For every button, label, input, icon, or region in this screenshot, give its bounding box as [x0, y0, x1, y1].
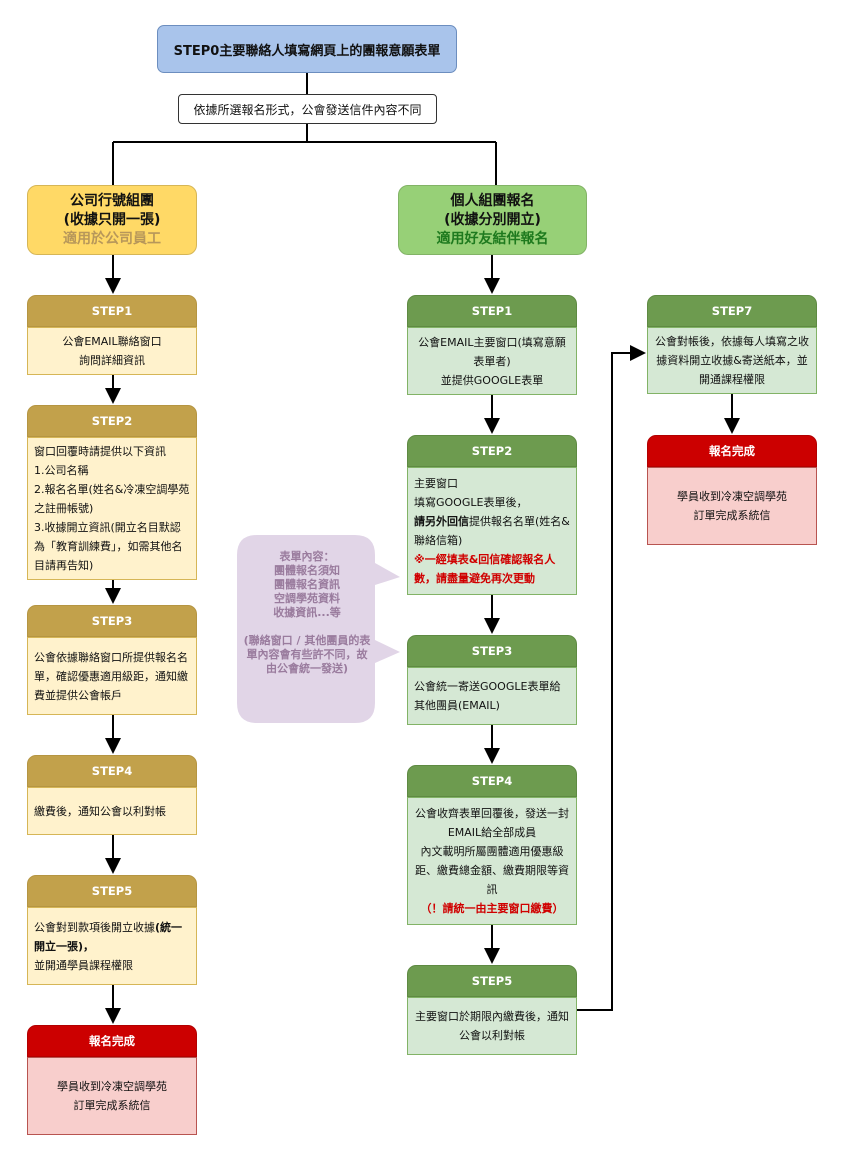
- line: 並提供GOOGLE表單: [440, 373, 544, 387]
- step-body: 公會對帳後，依據每人填寫之收據資料開立收據&寄送紙本，並開通課程權限: [647, 327, 817, 394]
- line: 並開通學員課程權限: [34, 958, 133, 972]
- right-done: 報名完成 學員收到冷凍空調學苑訂單完成系統信: [647, 435, 817, 545]
- step-label: STEP4: [27, 755, 197, 787]
- right-step2: STEP2 主要窗口 填寫GOOGLE表單後， 請另外回信提供報名名單(姓名&聯…: [407, 435, 577, 595]
- bold-text: 請另外回信: [414, 515, 469, 528]
- header-sub: 適用好友結伴報名: [436, 230, 549, 247]
- left-step3: STEP3 公會依據聯絡窗口所提供報名名單，確認優惠適用級距，通知繳費並提供公會…: [27, 605, 197, 715]
- done-label: 報名完成: [647, 435, 817, 467]
- step-body: 公會EMAIL主要窗口(填寫意願表單者) 並提供GOOGLE表單: [407, 327, 577, 395]
- line: 內文載明所屬團體適用優惠級距、繳費總金額、繳費期限等資訊: [415, 845, 569, 896]
- header-line: 公司行號組團: [70, 192, 154, 209]
- left-step5: STEP5 公會對到款項後開立收據(統一開立一張)， 並開通學員課程權限: [27, 875, 197, 985]
- step-body: 窗口回覆時請提供以下資訊 1.公司名稱 2.報名名單(姓名&冷凍空調學苑之註冊帳號)…: [27, 437, 197, 580]
- line: 請另外回信提供報名名單(姓名&聯絡信箱): [414, 512, 570, 550]
- callout-line: 團體報名須知: [274, 564, 340, 577]
- line: 1.公司名稱: [34, 464, 89, 477]
- line: 公會EMAIL聯絡窗口: [62, 335, 162, 348]
- header-sub: 適用於公司員工: [63, 230, 161, 247]
- step0-title: STEP0主要聯絡人填寫網頁上的團報意願表單: [157, 25, 457, 73]
- right-step4: STEP4 公會收齊表單回覆後，發送一封EMAIL給全部成員內文載明所屬團體適用…: [407, 765, 577, 925]
- warning-text: ※一經填表&回信確認報名人數，請盡量避免再次更動: [414, 553, 556, 585]
- line: 詢問詳細資訊: [79, 354, 145, 367]
- left-done: 報名完成 學員收到冷凍空調學苑訂單完成系統信: [27, 1025, 197, 1135]
- line: 學員收到冷凍空調學苑: [57, 1080, 167, 1093]
- step-body: 公會依據聯絡窗口所提供報名名單，確認優惠適用級距，通知繳費並提供公會帳戶: [27, 637, 197, 715]
- line: 公會對帳後，依據每人填寫之收據資料開立收據&寄送紙本，並開通課程權限: [655, 335, 809, 386]
- step-label: STEP1: [407, 295, 577, 327]
- step-label: STEP7: [647, 295, 817, 327]
- individual-group-header: 個人組團報名 (收據分別開立) 適用好友結伴報名: [398, 185, 587, 255]
- step-body: 公會統一寄送GOOGLE表單給其他團員(EMAIL): [407, 667, 577, 725]
- connector-branch: [112, 124, 497, 185]
- step-label: STEP3: [407, 635, 577, 667]
- company-group-header: 公司行號組團 (收據只開一張) 適用於公司員工: [27, 185, 197, 255]
- text: 公會對到款項後開立收據: [34, 920, 155, 934]
- step-body: 主要窗口 填寫GOOGLE表單後， 請另外回信提供報名名單(姓名&聯絡信箱) ※…: [407, 467, 577, 595]
- line: 公會統一寄送GOOGLE表單給其他團員(EMAIL): [414, 680, 561, 712]
- line: 主要窗口: [414, 477, 458, 490]
- step-label: STEP2: [27, 405, 197, 437]
- line: 訂單完成系統信: [693, 509, 771, 522]
- header-line: 個人組團報名: [450, 192, 535, 209]
- line: 公會收齊表單回覆後，發送一封EMAIL給全部成員: [415, 807, 569, 839]
- callout-bubble-shape: [237, 535, 400, 723]
- callout-spacer: [243, 620, 371, 634]
- step-body: 主要窗口於期限內繳費後，通知公會以利對帳: [407, 997, 577, 1055]
- left-step1: STEP1 公會EMAIL聯絡窗口詢問詳細資訊: [27, 295, 197, 375]
- line: 3.收據開立資訊(開立名目默認為「教育訓練費」，如需其他名目請再告知): [34, 521, 183, 572]
- line: 繳費後，通知公會以利對帳: [34, 804, 166, 818]
- step-label: STEP3: [27, 605, 197, 637]
- done-label: 報名完成: [27, 1025, 197, 1057]
- line: 訂單完成系統信: [73, 1099, 151, 1112]
- right-step1: STEP1 公會EMAIL主要窗口(填寫意願表單者) 並提供GOOGLE表單: [407, 295, 577, 395]
- right-step3: STEP3 公會統一寄送GOOGLE表單給其他團員(EMAIL): [407, 635, 577, 725]
- callout-line: 收據資訊...等: [273, 606, 341, 619]
- step-body: 公會收齊表單回覆後，發送一封EMAIL給全部成員內文載明所屬團體適用優惠級距、繳…: [407, 797, 577, 925]
- step-body: 公會對到款項後開立收據(統一開立一張)， 並開通學員課程權限: [27, 907, 197, 985]
- step-body: 公會EMAIL聯絡窗口詢問詳細資訊: [27, 327, 197, 375]
- done-body: 學員收到冷凍空調學苑訂單完成系統信: [27, 1057, 197, 1135]
- callout-line: 表單內容：: [279, 550, 335, 563]
- step-label: STEP5: [407, 965, 577, 997]
- warning-text: （！請統一由主要窗口繳費）: [420, 902, 564, 915]
- line: 公會依據聯絡窗口所提供報名名單，確認優惠適用級距，通知繳費並提供公會帳戶: [34, 650, 188, 702]
- step-label: STEP2: [407, 435, 577, 467]
- left-step2: STEP2 窗口回覆時請提供以下資訊 1.公司名稱 2.報名名單(姓名&冷凍空調學苑…: [27, 405, 197, 580]
- step-label: STEP1: [27, 295, 197, 327]
- form-content-callout: 表單內容： 團體報名須知 團體報名資訊 空調學苑資料 收據資訊...等 (聯絡窗…: [243, 550, 371, 676]
- line: 窗口回覆時請提供以下資訊: [34, 445, 166, 458]
- arrow-to-step7: [577, 345, 646, 1011]
- callout-line: 團體報名資訊: [274, 578, 340, 591]
- step-body: 繳費後，通知公會以利對帳: [27, 787, 197, 835]
- line: 2.報名名單(姓名&冷凍空調學苑之註冊帳號): [34, 483, 190, 515]
- text: 提供報名名單(姓名&聯絡信箱): [414, 515, 570, 547]
- line: 公會對到款項後開立收據(統一開立一張)，: [34, 918, 190, 956]
- line: 公會EMAIL主要窗口(填寫意願表單者): [418, 335, 566, 368]
- line: 主要窗口於期限內繳費後，通知公會以利對帳: [415, 1010, 569, 1042]
- callout-line: (聯絡窗口 / 其他團員的表單內容會有些許不同，故由公會統一發送): [243, 634, 371, 675]
- line: 學員收到冷凍空調學苑: [677, 490, 787, 503]
- right-step7: STEP7 公會對帳後，依據每人填寫之收據資料開立收據&寄送紙本，並開通課程權限: [647, 295, 817, 394]
- branch-note: 依據所選報名形式，公會發送信件內容不同: [178, 94, 437, 124]
- bold-text: (統一開立一張)，: [34, 920, 183, 953]
- header-line: (收據分別開立): [444, 211, 541, 228]
- header-line: (收據只開一張): [63, 211, 161, 228]
- step-label: STEP5: [27, 875, 197, 907]
- done-body: 學員收到冷凍空調學苑訂單完成系統信: [647, 467, 817, 545]
- line: 填寫GOOGLE表單後，: [414, 496, 528, 509]
- step-label: STEP4: [407, 765, 577, 797]
- callout-line: 空調學苑資料: [274, 592, 340, 605]
- right-step5: STEP5 主要窗口於期限內繳費後，通知公會以利對帳: [407, 965, 577, 1055]
- left-step4: STEP4 繳費後，通知公會以利對帳: [27, 755, 197, 835]
